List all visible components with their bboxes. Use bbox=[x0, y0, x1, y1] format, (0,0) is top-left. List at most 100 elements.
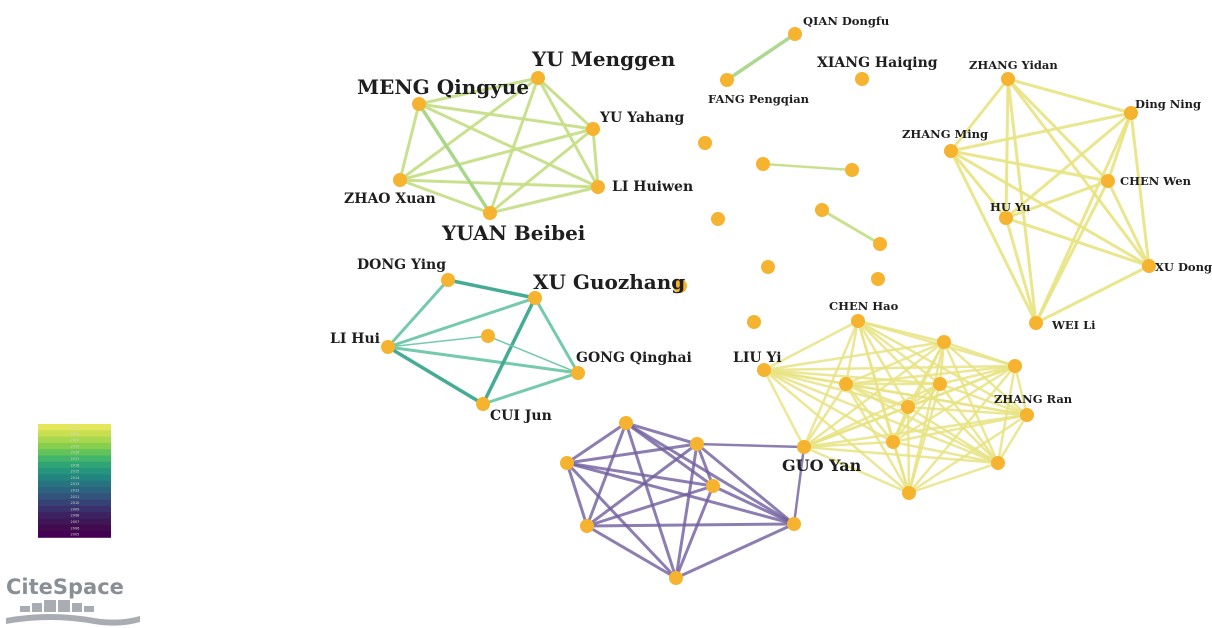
citespace-logo: CiteSpace bbox=[6, 575, 140, 626]
author-label-hu-yu: HU Yu bbox=[990, 200, 1030, 214]
edge-zhang-yidan-hu-yu bbox=[1004, 77, 1010, 220]
edge-li-hui-xu-guozhang bbox=[386, 296, 537, 349]
edge-guo-yan-c4g bbox=[802, 445, 1000, 465]
node-c4e[interactable] bbox=[901, 400, 915, 414]
node-zhang-ran[interactable] bbox=[1020, 408, 1034, 422]
edge-p2-p4 bbox=[695, 442, 715, 488]
node-li-hui[interactable] bbox=[381, 340, 395, 354]
node-guo-yan[interactable] bbox=[797, 440, 811, 454]
node-ding-ning[interactable] bbox=[1124, 106, 1138, 120]
author-label-zhang-ming: ZHANG Ming bbox=[902, 127, 988, 141]
author-label-liu-yi: LIU Yi bbox=[733, 350, 782, 366]
edge-p1-p2 bbox=[624, 421, 699, 446]
node-p5[interactable] bbox=[580, 519, 594, 533]
author-label-gong-qinghai: GONG Qinghai bbox=[576, 350, 692, 366]
node-c4g[interactable] bbox=[991, 456, 1005, 470]
edge-meng-qingyue-zhao-xuan bbox=[398, 102, 421, 182]
edge-c4b-c4c bbox=[844, 364, 1017, 386]
node-p3[interactable] bbox=[560, 456, 574, 470]
edge-zhang-yidan-wei-li bbox=[1006, 77, 1038, 325]
node-zhao-xuan[interactable] bbox=[393, 173, 407, 187]
node-fang-pengqian[interactable] bbox=[720, 73, 734, 87]
edge-ding-ning-hu-yu bbox=[1004, 111, 1133, 220]
author-label-cui-jun: CUI Jun bbox=[490, 408, 552, 424]
edge-zhang-ming-hu-yu bbox=[949, 149, 1008, 220]
legend-band-2020 bbox=[38, 436, 111, 444]
node-xu-dong[interactable] bbox=[1142, 259, 1156, 273]
edge-c4c-c4f bbox=[844, 382, 895, 444]
node-c4b[interactable] bbox=[1008, 359, 1022, 373]
node-p4[interactable] bbox=[706, 479, 720, 493]
node-s1[interactable] bbox=[698, 136, 712, 150]
author-label-yuan-beibei: YUAN Beibei bbox=[441, 221, 586, 245]
node-wei-li[interactable] bbox=[1029, 316, 1043, 330]
node-zhang-yidan[interactable] bbox=[1001, 72, 1015, 86]
node-yu-menggen[interactable] bbox=[531, 71, 545, 85]
node-s2[interactable] bbox=[756, 157, 770, 171]
node-chen-wen[interactable] bbox=[1101, 174, 1115, 188]
author-label-xiang-haiqing: XIANG Haiqing bbox=[817, 55, 938, 71]
node-dong-ying[interactable] bbox=[441, 273, 455, 287]
node-s8[interactable] bbox=[761, 260, 775, 274]
node-c4c[interactable] bbox=[839, 377, 853, 391]
node-li-huiwen[interactable] bbox=[591, 180, 605, 194]
author-label-zhao-xuan: ZHAO Xuan bbox=[344, 191, 436, 207]
node-cui-jun[interactable] bbox=[476, 397, 490, 411]
node-meng-qingyue[interactable] bbox=[412, 97, 426, 111]
node-s3[interactable] bbox=[845, 163, 859, 177]
author-label-guo-yan: GUO Yan bbox=[782, 456, 862, 475]
node-gong-qinghai[interactable] bbox=[571, 366, 585, 380]
node-c4a[interactable] bbox=[937, 335, 951, 349]
node-p6[interactable] bbox=[787, 517, 801, 531]
node-p7[interactable] bbox=[669, 571, 683, 585]
node-c4f[interactable] bbox=[886, 435, 900, 449]
node-s5[interactable] bbox=[815, 203, 829, 217]
edge-chen-hao-c4c bbox=[844, 319, 860, 386]
legend-year-label: 2012 bbox=[71, 489, 80, 493]
node-s6[interactable] bbox=[873, 237, 887, 251]
edge-qian-dongfu-fang-pengqian bbox=[725, 32, 797, 82]
node-yu-yahang[interactable] bbox=[586, 122, 600, 136]
node-c4d[interactable] bbox=[933, 377, 947, 391]
edge-p1-p3 bbox=[565, 421, 628, 465]
edge-meng-qingyue-li-huiwen bbox=[417, 102, 600, 189]
node-yuan-beibei[interactable] bbox=[483, 206, 497, 220]
nodes-layer bbox=[381, 27, 1156, 585]
edge-li-huiwen-yuan-beibei bbox=[488, 185, 600, 215]
node-hu-yu[interactable] bbox=[999, 211, 1013, 225]
author-label-xu-dong: XU Dong bbox=[1155, 260, 1212, 274]
edge-p4-p6 bbox=[711, 484, 796, 526]
node-qian-dongfu[interactable] bbox=[788, 27, 802, 41]
node-zhang-ming[interactable] bbox=[944, 144, 958, 158]
node-p2[interactable] bbox=[690, 437, 704, 451]
edge-yu-menggen-yuan-beibei bbox=[488, 76, 540, 215]
node-xu-guozhang[interactable] bbox=[528, 291, 542, 305]
author-label-chen-hao: CHEN Hao bbox=[829, 299, 899, 313]
node-liu-yi[interactable] bbox=[757, 363, 771, 377]
edge-s5-s6 bbox=[820, 208, 882, 246]
edge-c4f-c4h bbox=[891, 440, 911, 495]
edge-p1-p4 bbox=[624, 421, 715, 488]
node-c2mid[interactable] bbox=[481, 329, 495, 343]
node-chen-hao[interactable] bbox=[851, 314, 865, 328]
edge-p3-p4 bbox=[565, 461, 715, 488]
node-c4h[interactable] bbox=[902, 486, 916, 500]
edge-xu-guozhang-cui-jun bbox=[481, 296, 537, 406]
node-p1[interactable] bbox=[619, 416, 633, 430]
edge-dong-ying-li-hui bbox=[386, 278, 450, 349]
edge-ding-ning-zhang-ming bbox=[949, 111, 1133, 153]
node-s4[interactable] bbox=[711, 212, 725, 226]
legend-band-2017 bbox=[38, 455, 111, 463]
edge-p1-p6 bbox=[624, 421, 796, 526]
node-s7[interactable] bbox=[673, 279, 687, 293]
author-label-meng-qingyue: MENG Qingyue bbox=[357, 75, 529, 99]
edge-p3-p7 bbox=[565, 461, 678, 580]
citespace-logo-text: CiteSpace bbox=[6, 575, 124, 599]
node-xiang-haiqing[interactable] bbox=[855, 72, 869, 86]
edge-c4c-guo-yan bbox=[802, 382, 848, 449]
node-s9[interactable] bbox=[871, 272, 885, 286]
edge-c4a-c4g bbox=[942, 340, 1000, 465]
edge-p5-p6 bbox=[585, 522, 796, 528]
legend-band-2009 bbox=[38, 505, 111, 513]
node-s10[interactable] bbox=[747, 315, 761, 329]
